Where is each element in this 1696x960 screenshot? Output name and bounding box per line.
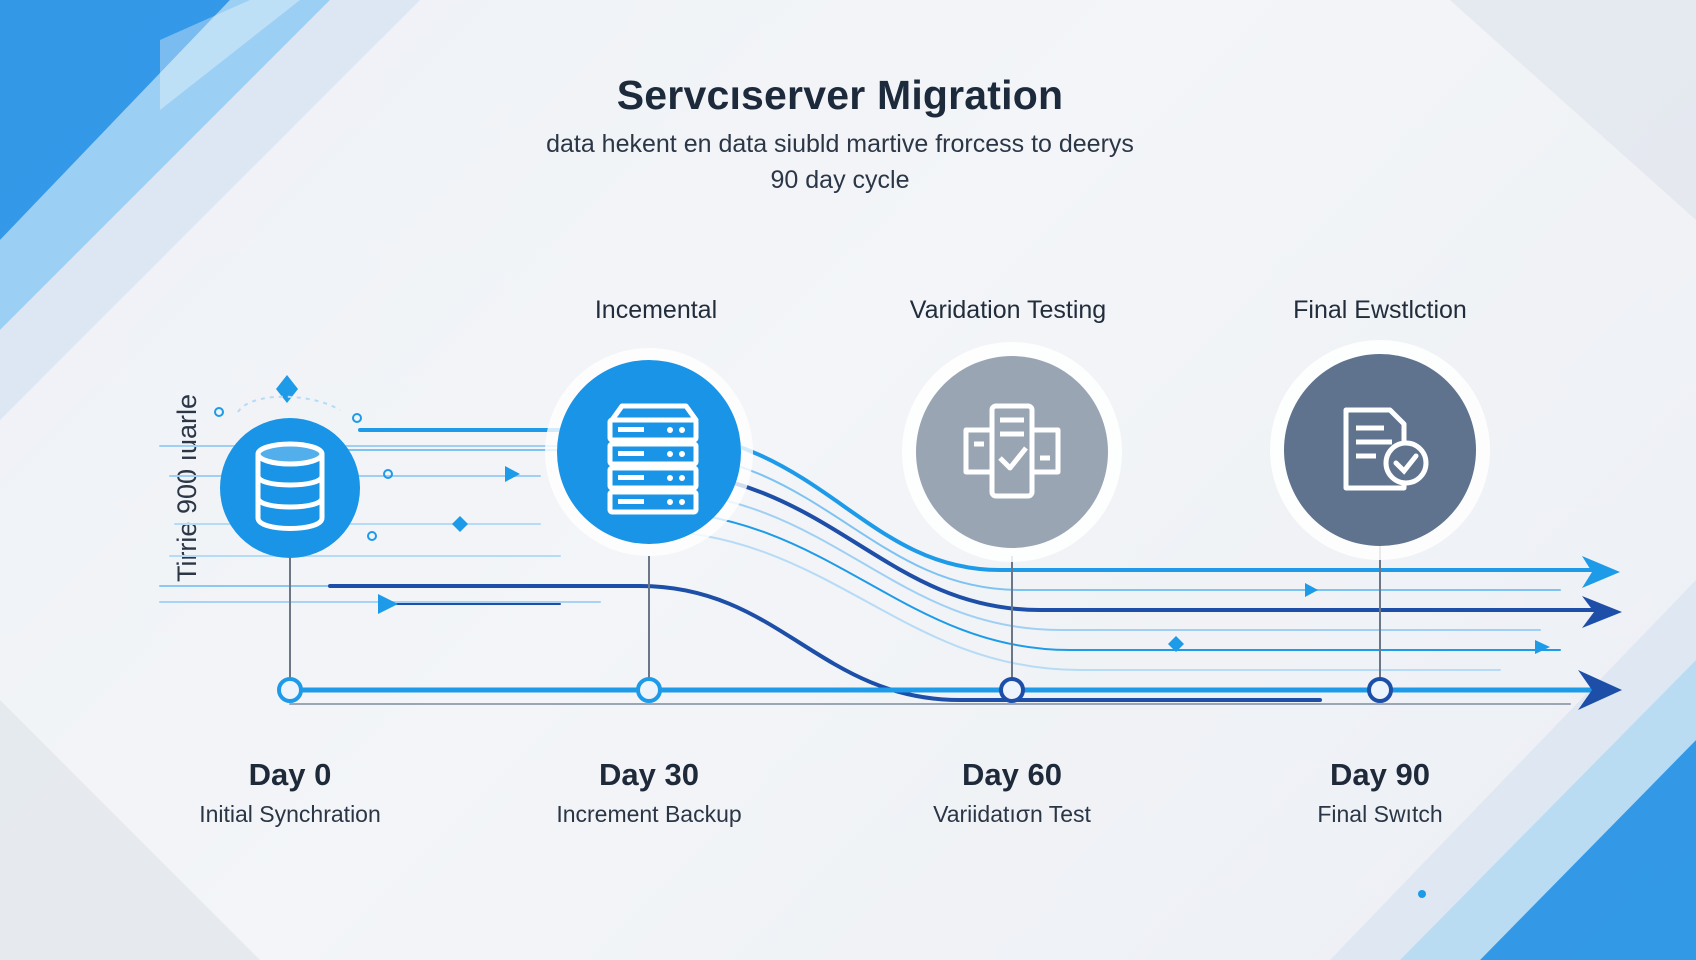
corner-panel-top-left — [160, 0, 300, 110]
day-label-30: Day 30 — [599, 757, 699, 792]
desc-label-day-90: Final Swıtch — [1317, 801, 1443, 827]
arrowhead-3 — [1578, 670, 1622, 710]
document-check-icon — [1270, 340, 1490, 560]
arrowhead-1 — [1582, 556, 1620, 588]
dot-marker-3 — [383, 469, 393, 479]
phase-label-day-90: Final Ewstlction — [1293, 296, 1467, 324]
flow-curve-6 — [639, 529, 1501, 671]
day-label-90: Day 90 — [1330, 757, 1430, 792]
arrowhead-small-3 — [505, 466, 520, 482]
page-subtitle: data hekent en data siubld martive frorc… — [0, 126, 1680, 198]
timeline-node-day-90 — [1367, 677, 1393, 703]
desc-label-day-60: Variidatıσn Test — [933, 801, 1091, 827]
dot-marker-bottom — [1418, 890, 1426, 898]
arrowhead-small-1 — [1305, 583, 1318, 597]
dashed-arc — [237, 395, 341, 413]
arrowhead-small-2 — [1535, 640, 1550, 654]
phase-label-day-30: Incemental — [594, 296, 718, 324]
diamond-marker-mid — [452, 516, 468, 532]
subtitle-line-1: data hekent en data siubld martive frorc… — [546, 130, 1134, 158]
corner-shade-top-right — [1450, 0, 1696, 220]
timeline-node-day-60 — [999, 677, 1025, 703]
phase-label-day-60: Varidation Testing — [909, 296, 1107, 324]
desc-label-day-0: Initial Synchration — [199, 801, 381, 827]
arrowhead-2 — [1582, 596, 1622, 628]
corner-shade-bottom-left — [0, 700, 260, 960]
server-rack-icon — [545, 348, 753, 556]
subtitle-line-2: 90 day cycle — [770, 166, 910, 194]
flow-curve-7 — [328, 584, 1322, 702]
corner-stripe-bottom-right — [1480, 740, 1696, 960]
corner-stripe-bottom-right-3 — [1330, 580, 1696, 960]
day-label-60: Day 60 — [962, 757, 1062, 792]
page-title: Servcıserver Migration — [616, 72, 1064, 118]
corner-stripe-top-left-3 — [0, 0, 420, 420]
diamond-marker-right — [1168, 636, 1184, 652]
checklist-document-icon — [902, 342, 1122, 562]
dot-marker-2 — [352, 413, 362, 423]
dot-marker-4 — [367, 531, 377, 541]
database-icon — [220, 418, 360, 558]
timeline-node-day-0 — [277, 677, 303, 703]
dot-marker-1 — [214, 407, 224, 417]
timeline-node-day-30 — [636, 677, 662, 703]
desc-label-day-30: Increment Backup — [556, 801, 742, 827]
corner-stripe-bottom-right-2 — [1400, 660, 1696, 960]
day-label-0: Day 0 — [248, 757, 332, 792]
